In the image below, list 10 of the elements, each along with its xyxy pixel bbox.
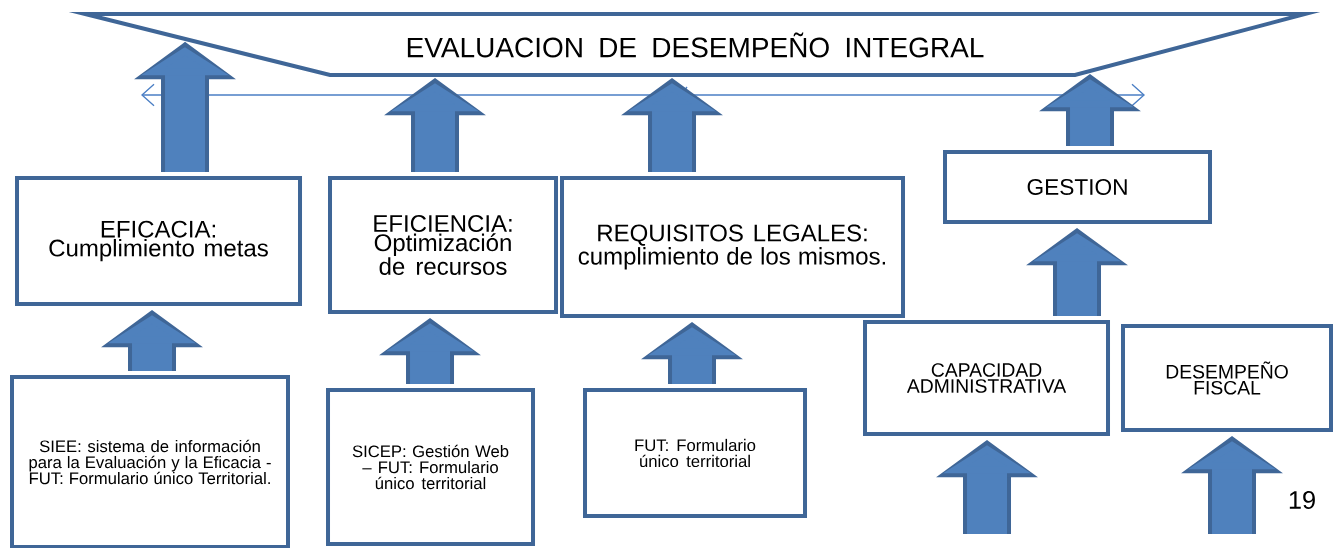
text-box: REQUISITOS LEGALES: cumplimiento de los mismos. [560,176,905,318]
text-box: GESTION [943,150,1212,224]
page-number: 19 [1289,491,1315,509]
text-box: EFICACIA: Cumplimiento metas [15,176,302,306]
text-box: CAPACIDAD ADMINISTRATIVA [863,320,1110,436]
text-box: SIEE: sistema de información para la Evaluación y la Eficacia - FUT: Formulario único Territorial. [10,375,290,548]
text-box: SICEP: Gestión Web – FUT: Formulario único territorial [326,388,535,546]
text-box: DESEMPEÑO FISCAL [1121,324,1333,432]
text-box: EFICIENCIA: Optimización de recursos [328,176,558,314]
text-box: FUT: Formulario único territorial [583,388,807,518]
